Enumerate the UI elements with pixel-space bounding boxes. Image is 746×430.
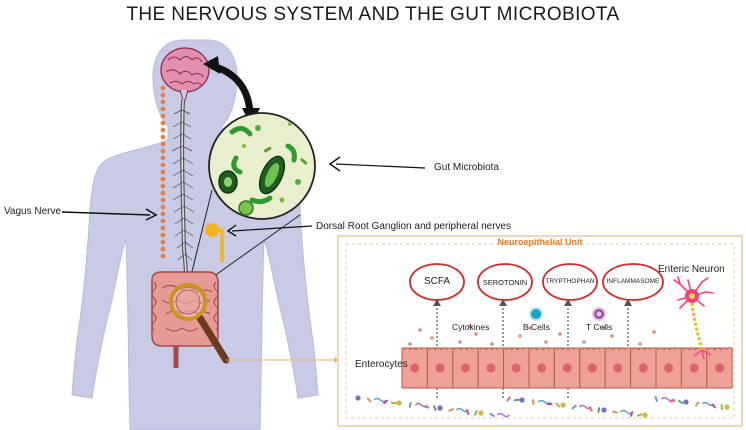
magnifying-glass-icon <box>169 283 230 364</box>
enteric-neuron-icon <box>673 276 714 360</box>
cytokine-dots <box>408 324 656 346</box>
body-shape <box>71 39 319 430</box>
unit-title: Neuroepithelial Unit <box>497 237 583 247</box>
human-silhouette <box>71 39 319 430</box>
enterocyte-layer <box>401 347 733 389</box>
dorsal-root-ganglion <box>205 223 224 262</box>
label-b-cells: B Cells <box>523 322 550 332</box>
brain <box>160 47 210 106</box>
label-gut-microbiota: Gut Microbiota <box>434 162 500 173</box>
label-enterocytes: Enterocytes <box>355 359 408 370</box>
molecule-ovals <box>409 263 664 301</box>
label-arrows <box>61 156 426 237</box>
page-title: THE NERVOUS SYSTEM AND THE GUT MICROBIOT… <box>126 4 620 25</box>
label-dorsal-root: Dorsal Root Ganglion and peripheral nerv… <box>316 221 512 232</box>
t-cell-icon <box>592 307 606 321</box>
unit-connector <box>226 357 340 363</box>
label-enteric-neuron: Enteric Neuron <box>658 264 725 275</box>
vagus-nerve-dots <box>160 85 166 259</box>
label-cytokines: Cytokines <box>452 322 490 332</box>
spinal-cord <box>171 99 195 277</box>
oval-label-serotonin: SEROTONIN <box>482 278 528 287</box>
oval-label-scfa: SCFA <box>423 276 451 287</box>
b-cell-icon <box>529 307 543 321</box>
oval-serotonin <box>477 263 533 301</box>
label-t-cells: T Cells <box>586 322 613 332</box>
oval-trypthophan <box>542 263 598 301</box>
lumen-bacteria <box>355 395 730 418</box>
microbiota-magnified-circle <box>185 112 316 297</box>
label-vagus-nerve: Vagus Nerve <box>4 206 62 217</box>
oval-label-inflammasome: INFLAMMASOME <box>606 278 660 285</box>
oval-label-trypthophan: TRYPTHOPHAN <box>545 278 595 285</box>
neuroepithelial-unit-box <box>337 235 743 427</box>
oval-inflammasome <box>602 263 664 301</box>
